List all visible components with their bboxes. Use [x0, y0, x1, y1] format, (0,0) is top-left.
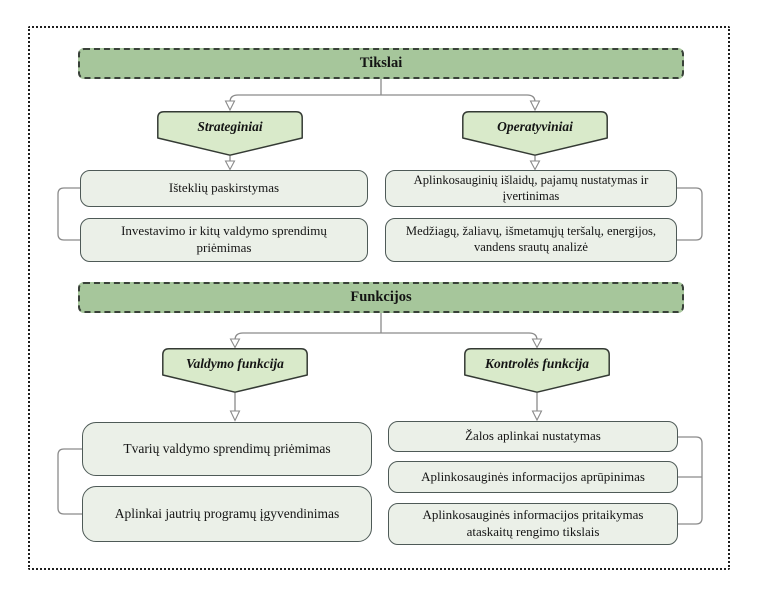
arrow-down-icon: [529, 100, 541, 112]
connector-tikslai-crossbar: [229, 94, 536, 103]
box-istekliu-paskirstymas: Išteklių paskirstymas: [80, 170, 368, 207]
branch-label: Kontrolės funkcija: [485, 356, 589, 371]
box-informacijos-aprupinimas: Aplinkosauginės informacijos aprūpinimas: [388, 461, 678, 493]
pentagon-shape: [464, 348, 610, 393]
bracket-bottom-left: [57, 448, 82, 515]
connector-funkcijos-crossbar: [234, 332, 538, 341]
pentagon-shape: [157, 111, 303, 156]
bracket-top-right: [677, 187, 703, 241]
box-investavimo-sprendimu-priemimas: Investavimo ir kitų valdymo sprendimų pr…: [80, 218, 368, 262]
arrow-down-icon: [531, 338, 543, 349]
pentagon-shape: [462, 111, 608, 156]
branch-strateginiai: Strateginiai: [157, 111, 303, 156]
box-tvariu-sprendimu-priemimas: Tvarių valdymo sprendimų priėmimas: [82, 422, 372, 476]
bracket-bottom-right: [678, 436, 703, 525]
box-aplinkosauginiu-islaidu-nustatymas: Aplinkosauginių išlaidų, pajamų nustatym…: [385, 170, 677, 207]
box-medziagu-srautu-analize: Medžiagų, žaliavų, išmetamųjų teršalų, e…: [385, 218, 677, 262]
arrow-down-icon: [229, 410, 241, 422]
branch-label: Operatyviniai: [497, 119, 573, 134]
branch-operatyviniai: Operatyviniai: [462, 111, 608, 156]
branch-label: Valdymo funkcija: [186, 356, 284, 371]
arrow-down-icon: [529, 160, 541, 171]
section-header-funkcijos: Funkcijos: [78, 282, 684, 313]
branch-label: Strateginiai: [197, 119, 263, 134]
box-aplinkai-jautriu-programu: Aplinkai jautrių programų įgyvendinimas: [82, 486, 372, 542]
arrow-down-icon: [224, 100, 236, 112]
pentagon-shape: [162, 348, 308, 393]
section-header-tikslai: Tikslai: [78, 48, 684, 79]
branch-kontroles-funkcija: Kontrolės funkcija: [464, 348, 610, 393]
arrow-down-icon: [224, 160, 236, 171]
bracket-top-left: [57, 187, 80, 241]
branch-valdymo-funkcija: Valdymo funkcija: [162, 348, 308, 393]
arrow-down-icon: [531, 410, 543, 422]
box-informacijos-pritaikymas: Aplinkosauginės informacijos pritaikymas…: [388, 503, 678, 545]
arrow-down-icon: [229, 338, 241, 349]
box-zalos-aplinkai-nustatymas: Žalos aplinkai nustatymas: [388, 421, 678, 452]
section-header-label: Tikslai: [359, 55, 403, 71]
section-header-label: Funkcijos: [350, 289, 412, 305]
dotted-border-frame: [28, 26, 730, 570]
